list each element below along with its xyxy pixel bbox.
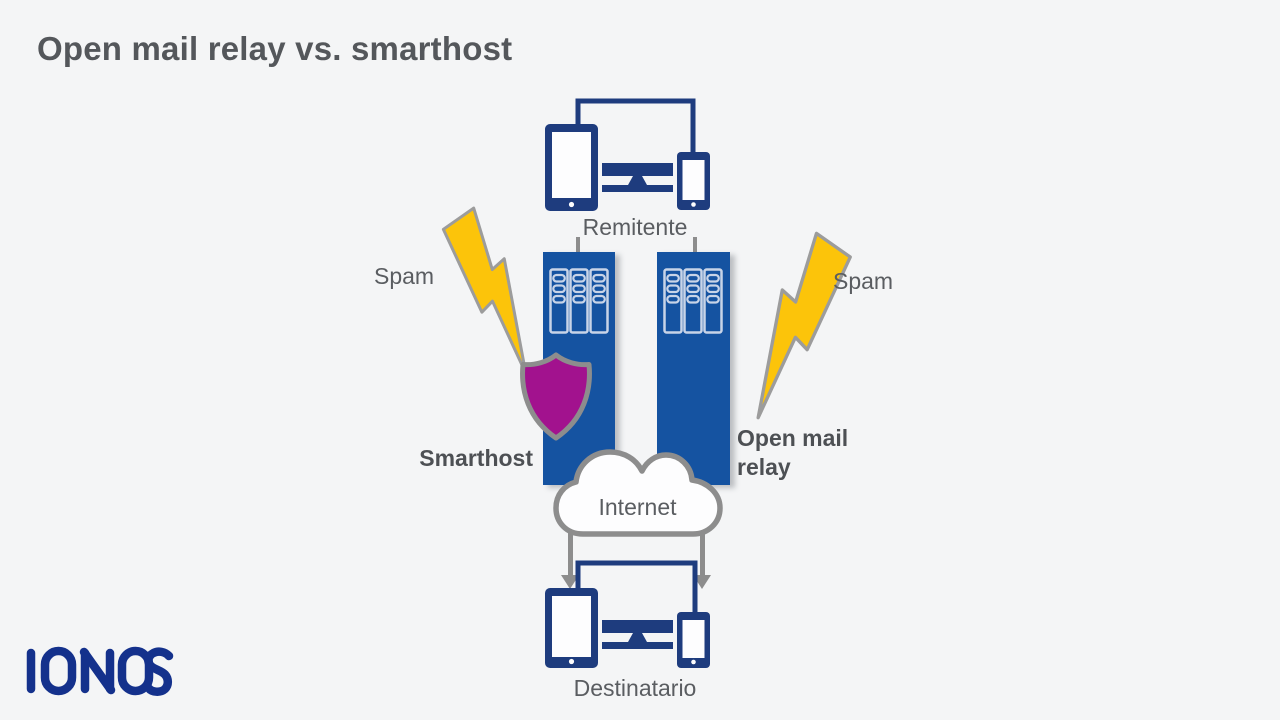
spam-left-label: Spam	[374, 263, 435, 289]
open-relay-label-line2: relay	[737, 454, 791, 480]
open-relay-label-line1: Open mail	[737, 425, 849, 451]
server-rack-icon	[663, 268, 723, 334]
spam-right-label: Spam	[833, 268, 894, 294]
phone-icon	[677, 612, 710, 668]
server-rack-icon	[549, 268, 609, 334]
sender-to-smarthost-line	[576, 237, 580, 254]
open-relay-server	[657, 252, 730, 485]
spam-lightning-left-icon	[441, 206, 528, 375]
open-relay-label: Open mail relay	[737, 424, 848, 482]
smarthost-label: Smarthost	[419, 445, 533, 471]
tablet-icon	[545, 588, 598, 668]
recipient-devices-icon	[545, 560, 710, 668]
sender-label: Remitente	[582, 214, 688, 240]
arrow-head-left-icon	[561, 575, 579, 589]
monitor-icon	[602, 163, 673, 192]
tablet-icon	[545, 124, 598, 211]
phone-icon	[677, 152, 710, 210]
spam-lightning-right-icon	[756, 231, 852, 420]
internet-to-recipient-arrow-right	[700, 528, 705, 576]
internet-cloud-icon	[553, 449, 723, 537]
internet-to-recipient-arrow-left	[568, 528, 573, 576]
device-connector-line	[575, 98, 696, 153]
sender-to-relay-line	[693, 237, 697, 254]
device-connector-line	[575, 560, 698, 612]
ionos-logo	[26, 646, 174, 696]
internet-label: Internet	[598, 494, 677, 520]
sender-devices-icon	[545, 98, 710, 211]
recipient-label: Destinatario	[573, 675, 697, 701]
monitor-icon	[602, 620, 673, 649]
page-title: Open mail relay vs. smarthost	[37, 30, 513, 67]
shield-icon	[520, 352, 592, 441]
